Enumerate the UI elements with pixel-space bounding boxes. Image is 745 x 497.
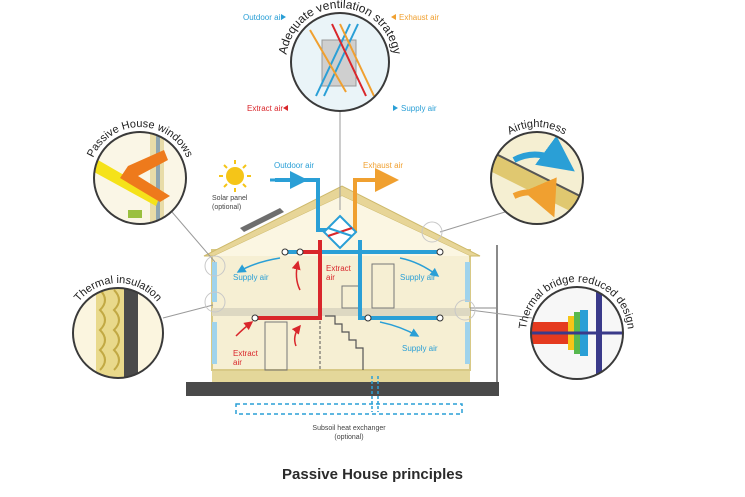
label-supply-air-upper-right: Supply air — [400, 273, 436, 282]
window-right-lower — [465, 322, 470, 364]
legend-extract-air: Extract air — [247, 104, 283, 113]
solar-panel — [240, 208, 284, 232]
label-subsoil-heat-exchanger: Subsoil heat exchanger — [312, 425, 386, 432]
airflow-supply-upper-right — [399, 257, 440, 277]
window-left-lower — [212, 322, 217, 364]
staircase — [325, 315, 364, 370]
label-extract-air-upper-2: air — [326, 273, 335, 282]
label-exhaust-air: Exhaust air — [363, 161, 403, 170]
legend-supply-air: Supply air — [401, 104, 437, 113]
window-right-upper — [465, 262, 470, 302]
label-solar-panel: Solar panel — [212, 195, 248, 202]
door-lower — [264, 321, 288, 371]
door-upper — [371, 263, 395, 309]
legend-exhaust-air-marker — [391, 14, 396, 20]
windows-callout — [93, 131, 187, 225]
legend-extract-air-marker — [283, 105, 288, 111]
duct-outlets — [251, 248, 444, 322]
focus-ring-airtightness — [421, 221, 443, 243]
legend-outdoor-air-marker — [281, 14, 286, 20]
airflow-supply-upper-left — [236, 257, 281, 273]
legend-supply-air-marker — [393, 105, 398, 111]
label-supply-air-upper-left: Supply air — [233, 273, 269, 282]
label-extract-air-lower: Extract — [233, 349, 259, 358]
focus-ring-bridge — [454, 299, 476, 321]
diagram-caption: Passive House principles — [282, 466, 463, 483]
label-subsoil-optional: (optional) — [334, 434, 363, 441]
thermal-bridge-callout — [530, 286, 624, 380]
window-left-upper — [212, 262, 217, 302]
label-supply-air-lower-right: Supply air — [402, 344, 438, 353]
ventilation-callout — [290, 12, 390, 112]
label-extract-air-upper: Extract — [326, 264, 352, 273]
label-solar-panel-optional: (optional) — [212, 204, 241, 211]
ground-slab — [186, 382, 499, 396]
label-outdoor-air: Outdoor air — [274, 161, 314, 170]
label-extract-air-lower-2: air — [233, 358, 242, 367]
sun-icon — [219, 160, 251, 192]
legend-outdoor-air: Outdoor air — [243, 13, 283, 22]
heat-recovery-unit — [322, 214, 358, 250]
callout-lines — [162, 111, 533, 319]
focus-ring-insulation — [204, 291, 226, 313]
focus-ring-windows — [204, 255, 226, 277]
airflow-supply-lower-right — [379, 321, 420, 337]
airtightness-callout — [490, 131, 584, 225]
insulation-callout — [72, 287, 164, 379]
foundation — [212, 370, 470, 382]
subsoil-heat-exchanger — [235, 376, 463, 415]
airflow-extract-upper — [291, 260, 301, 291]
legend-exhaust-air: Exhaust air — [399, 13, 439, 22]
airflow-extract-lower — [235, 321, 254, 337]
floor-slab — [212, 308, 470, 316]
airflow-extract-lower-2 — [291, 324, 301, 347]
